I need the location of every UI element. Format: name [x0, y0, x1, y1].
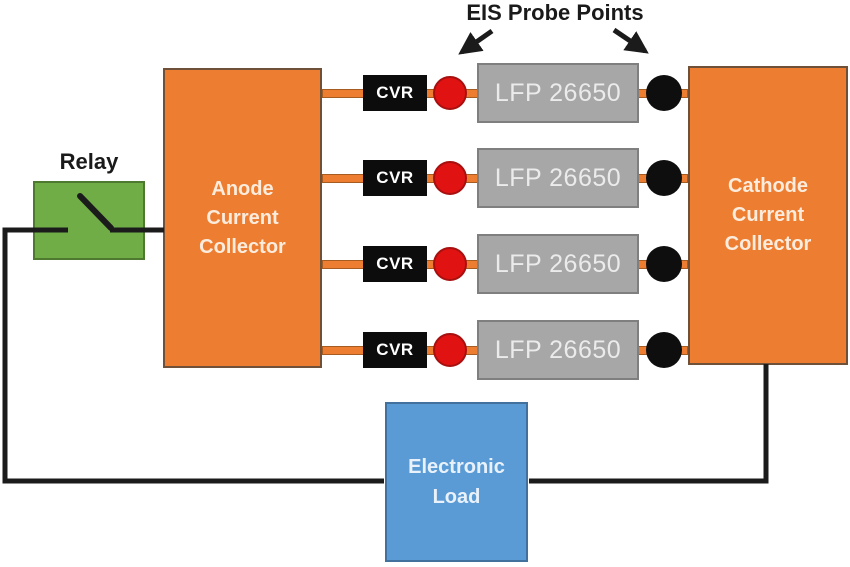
- cvr-shunt-row4: CVR: [363, 332, 427, 368]
- cvr-shunt-row2: CVR: [363, 160, 427, 196]
- positive-probe-point-row1: [433, 76, 467, 110]
- negative-probe-point-row1: [646, 75, 682, 111]
- cvr-shunt-row3: CVR: [363, 246, 427, 282]
- cvr-label: CVR: [376, 83, 414, 102]
- relay-box: [33, 181, 145, 260]
- negative-probe-point-row4: [646, 332, 682, 368]
- cvr-label: CVR: [376, 340, 414, 359]
- negative-probe-point-row2: [646, 160, 682, 196]
- negative-probe-point-row3: [646, 246, 682, 282]
- positive-probe-point-row3: [433, 247, 467, 281]
- cvr-label: CVR: [376, 168, 414, 187]
- battery-cell-row2: LFP 26650: [477, 148, 639, 208]
- battery-cell-row3: LFP 26650: [477, 234, 639, 294]
- battery-cell-label: LFP 26650: [494, 335, 622, 364]
- cathode-current-collector-label: Cathode Current Collector: [724, 175, 812, 255]
- battery-cell-row1: LFP 26650: [477, 63, 639, 123]
- battery-cell-row4: LFP 26650: [477, 320, 639, 380]
- eis-probe-points-label: EIS Probe Points: [466, 0, 644, 25]
- positive-probe-point-row4: [433, 333, 467, 367]
- anode-current-collector-label: Anode Current Collector: [199, 177, 286, 258]
- cathode-current-collector: Cathode Current Collector: [688, 66, 848, 365]
- battery-cell-label: LFP 26650: [494, 78, 622, 107]
- positive-probe-point-row2: [433, 161, 467, 195]
- battery-cell-label: LFP 26650: [494, 163, 622, 192]
- arrow-to-negative-probe-icon: [612, 27, 649, 54]
- positive-supply-wire: [529, 364, 769, 484]
- relay-label: Relay: [59, 149, 119, 174]
- cvr-label: CVR: [376, 254, 414, 273]
- anode-current-collector: Anode Current Collector: [163, 68, 322, 368]
- battery-cell-label: LFP 26650: [494, 249, 622, 278]
- electronic-load: Electronic Load: [385, 402, 528, 562]
- electronic-load-label: Electronic Load: [408, 456, 505, 508]
- cvr-shunt-row1: CVR: [363, 75, 427, 111]
- arrow-to-positive-probe-icon: [458, 28, 494, 55]
